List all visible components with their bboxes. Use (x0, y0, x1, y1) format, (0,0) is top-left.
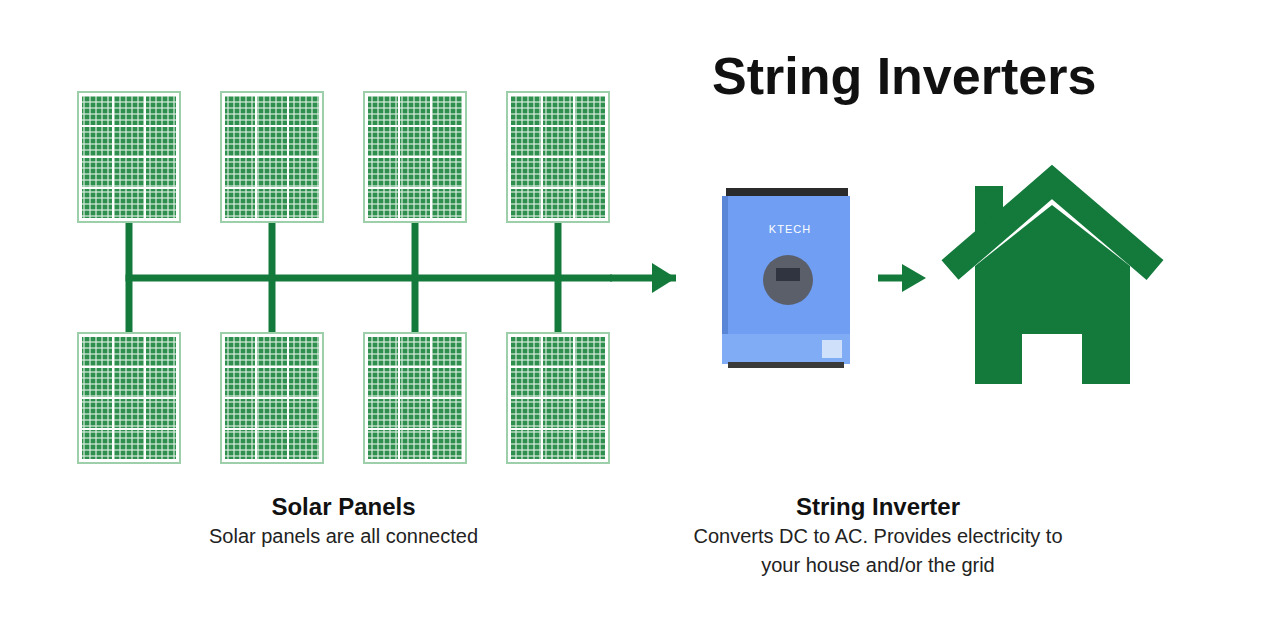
solar-panel (364, 333, 466, 463)
inverter-device (720, 188, 854, 370)
solar-panel (78, 92, 180, 222)
solar-panel (221, 333, 323, 463)
output-arrow (878, 264, 926, 292)
panel-wiring (126, 222, 613, 333)
text-group: Solar PanelsSolar panels are all connect… (75, 492, 612, 551)
diagram-title: String Inverters (712, 46, 1096, 106)
node-description: Converts DC to AC. Provides electricity … (676, 522, 1080, 580)
house-icon (950, 182, 1155, 385)
inverter-box: String InverterConverts DC to AC. Provid… (676, 186, 1080, 586)
text-group: String InverterConverts DC to AC. Provid… (676, 492, 1080, 580)
node-description: Solar panels are all connected (75, 522, 612, 551)
brand-logo: KTECH (769, 223, 811, 235)
solar-panel (221, 92, 323, 222)
node-heading: String Inverter (676, 492, 1080, 522)
node-heading: Solar Panels (75, 492, 612, 522)
solar-panels (78, 92, 609, 463)
solar-panel (507, 333, 609, 463)
panel-array: Solar PanelsSolar panels are all connect… (75, 88, 612, 557)
solar-panel (78, 333, 180, 463)
solar-panel (507, 92, 609, 222)
solar-panel (364, 92, 466, 222)
dc-connector (610, 275, 676, 282)
